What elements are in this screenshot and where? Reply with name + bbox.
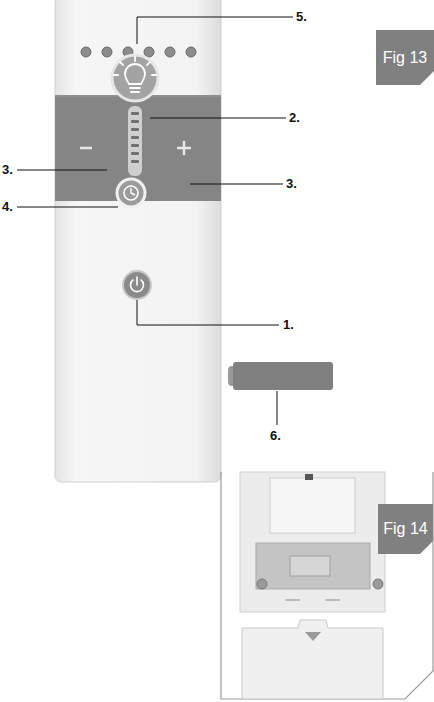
callout-number: 4. bbox=[2, 199, 13, 215]
callout-number: 2. bbox=[289, 110, 300, 126]
figure-title: Fig 14 bbox=[383, 520, 427, 538]
callout-number: 1. bbox=[283, 317, 294, 333]
callout-number: 3. bbox=[286, 176, 297, 192]
figure-tab: Fig 13 bbox=[376, 30, 434, 85]
callout-number: 3. bbox=[2, 162, 13, 178]
figure-tab: Fig 14 bbox=[378, 504, 433, 554]
callout-number: 6. bbox=[270, 428, 281, 444]
callout-number: 5. bbox=[296, 9, 307, 25]
figure-title: Fig 13 bbox=[383, 49, 427, 67]
